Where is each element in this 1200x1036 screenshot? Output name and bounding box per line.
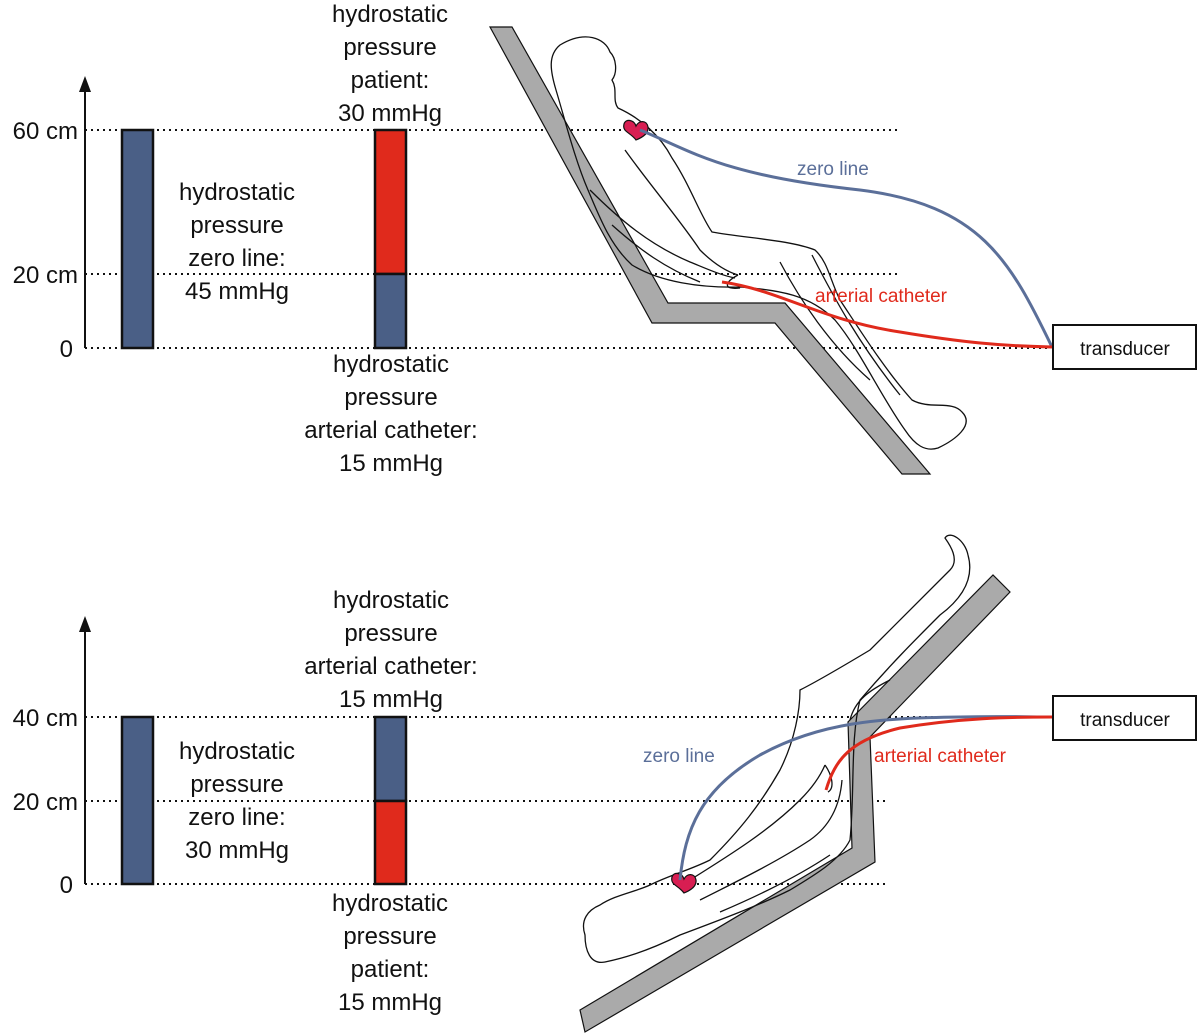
- top-patient-bar: [373, 128, 408, 276]
- svg-text:arterial catheter:: arterial catheter:: [304, 653, 477, 680]
- bottom-patient-pressure-label: hydrostatic pressure patient: 15 mmHg: [332, 890, 448, 1016]
- bottom-tick-40: 40 cm: [13, 705, 78, 732]
- bottom-axis-arrow-icon: [79, 616, 91, 632]
- svg-text:hydrostatic: hydrostatic: [333, 351, 449, 378]
- bottom-panel: 40 cm 20 cm 0 hydrostatic pressure zero …: [13, 534, 1197, 1033]
- bottom-catheter-bar: [373, 715, 408, 803]
- bottom-heart-icon: [671, 872, 697, 894]
- svg-text:patient:: patient:: [351, 67, 430, 94]
- svg-text:patient:: patient:: [351, 956, 430, 983]
- top-tick-0: 0: [60, 336, 73, 363]
- top-zero-line-pressure-label: hydrostatic pressure zero line: 45 mmHg: [179, 179, 295, 305]
- svg-text:hydrostatic: hydrostatic: [179, 738, 295, 765]
- bottom-patient-bar: [373, 799, 408, 886]
- top-tilted-table: [488, 26, 932, 475]
- bottom-tilted-table: [579, 574, 1011, 1033]
- top-catheter-label: arterial catheter: [815, 286, 948, 307]
- top-patient-outline: [550, 36, 967, 450]
- svg-text:pressure: pressure: [190, 771, 283, 798]
- svg-text:15 mmHg: 15 mmHg: [339, 450, 443, 477]
- svg-text:hydrostatic: hydrostatic: [333, 587, 449, 614]
- bottom-zero-line-bar: [120, 715, 155, 886]
- top-catheter-pressure-label: hydrostatic pressure arterial catheter: …: [304, 351, 477, 477]
- svg-text:pressure: pressure: [344, 384, 437, 411]
- svg-text:15 mmHg: 15 mmHg: [339, 686, 443, 713]
- bottom-zero-line-label: zero line: [643, 746, 715, 767]
- svg-text:hydrostatic: hydrostatic: [332, 890, 448, 917]
- svg-text:zero line:: zero line:: [188, 804, 285, 831]
- bottom-catheter-label: arterial catheter: [874, 746, 1007, 767]
- svg-text:pressure: pressure: [190, 212, 283, 239]
- top-transducer-box: [1052, 324, 1197, 370]
- top-transducer-label: transducer: [1080, 339, 1170, 360]
- bottom-tick-20: 20 cm: [13, 789, 78, 816]
- svg-text:15 mmHg: 15 mmHg: [338, 989, 442, 1016]
- top-catheter-bar: [373, 272, 408, 350]
- top-catheter-curve: [721, 280, 1053, 349]
- svg-text:zero line:: zero line:: [188, 245, 285, 272]
- svg-text:pressure: pressure: [344, 620, 437, 647]
- bottom-catheter-pressure-label: hydrostatic pressure arterial catheter: …: [304, 587, 477, 713]
- top-zero-line-label: zero line: [797, 159, 869, 180]
- svg-text:arterial catheter:: arterial catheter:: [304, 417, 477, 444]
- bottom-catheter-curve: [824, 715, 1053, 791]
- svg-text:30 mmHg: 30 mmHg: [185, 837, 289, 864]
- bottom-transducer-box: [1052, 695, 1197, 741]
- bottom-transducer-label: transducer: [1080, 710, 1170, 731]
- top-zero-line-curve: [639, 128, 1054, 348]
- top-tick-60: 60 cm: [13, 118, 78, 145]
- svg-text:pressure: pressure: [343, 34, 436, 61]
- bottom-patient-outline: [582, 534, 971, 963]
- bottom-tick-0: 0: [60, 872, 73, 899]
- svg-text:45 mmHg: 45 mmHg: [185, 278, 289, 305]
- svg-text:hydrostatic: hydrostatic: [332, 1, 448, 28]
- top-zero-line-bar: [120, 128, 155, 350]
- top-tick-20: 20 cm: [13, 262, 78, 289]
- svg-text:pressure: pressure: [343, 923, 436, 950]
- svg-text:hydrostatic: hydrostatic: [179, 179, 295, 206]
- top-axis-arrow-icon: [79, 76, 91, 92]
- svg-text:30 mmHg: 30 mmHg: [338, 100, 442, 127]
- top-panel: 60 cm 20 cm 0 hydrostatic pressure zero …: [13, 1, 1197, 477]
- top-patient-pressure-label: hydrostatic pressure patient: 30 mmHg: [332, 1, 448, 127]
- bottom-zero-line-pressure-label: hydrostatic pressure zero line: 30 mmHg: [179, 738, 295, 864]
